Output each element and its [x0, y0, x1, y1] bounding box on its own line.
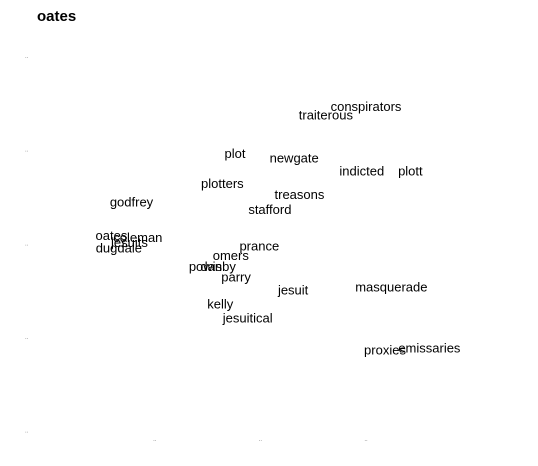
- word-point-oates: oates: [96, 228, 128, 243]
- x-tick-label: ..: [259, 437, 263, 443]
- word-point-treasons: treasons: [275, 187, 325, 202]
- word-point-prance: prance: [239, 239, 279, 254]
- word-point-danby: danby: [200, 259, 236, 274]
- word-point-jesuits: jesuits: [110, 235, 148, 250]
- word-point-plotters: plotters: [201, 176, 244, 191]
- y-tick-label: ..: [25, 148, 29, 154]
- word-point-coleman: coleman: [113, 230, 162, 245]
- word-point-conspirators: conspirators: [331, 99, 402, 114]
- y-tick-label: ..: [25, 241, 29, 247]
- word-point-stafford: stafford: [248, 202, 291, 217]
- word-point-emissaries: emissaries: [398, 341, 461, 356]
- word-point-masquerade: masquerade: [355, 280, 427, 295]
- word-point-jesuit: jesuit: [277, 283, 309, 298]
- chart-title: oates: [37, 8, 76, 25]
- word-point-omers: omers: [213, 248, 250, 263]
- word-point-proxies: proxies: [364, 342, 406, 357]
- word-point-powis: powis: [189, 259, 223, 274]
- x-axis-ticks: ......: [153, 437, 368, 443]
- word-point-plott: plott: [398, 164, 423, 179]
- x-tick-label: ..: [153, 437, 157, 443]
- y-tick-label: ..: [25, 335, 29, 341]
- word-point-dugdale: dugdale: [96, 240, 142, 255]
- y-axis-ticks: ..........: [25, 54, 29, 435]
- x-tick-label: ..: [364, 437, 368, 443]
- word-point-newgate: newgate: [270, 151, 319, 166]
- word-point-kelly: kelly: [207, 297, 234, 312]
- word-point-jesuitical: jesuitical: [222, 311, 273, 326]
- y-tick-label: ..: [25, 54, 29, 60]
- y-tick-label: ..: [25, 429, 29, 435]
- word-point-plot: plot: [225, 146, 246, 161]
- word-point-godfrey: godfrey: [110, 195, 154, 210]
- word-point-indicted: indicted: [339, 164, 384, 179]
- word-point-traiterous: traiterous: [299, 107, 354, 122]
- word-point-parry: parry: [221, 269, 251, 284]
